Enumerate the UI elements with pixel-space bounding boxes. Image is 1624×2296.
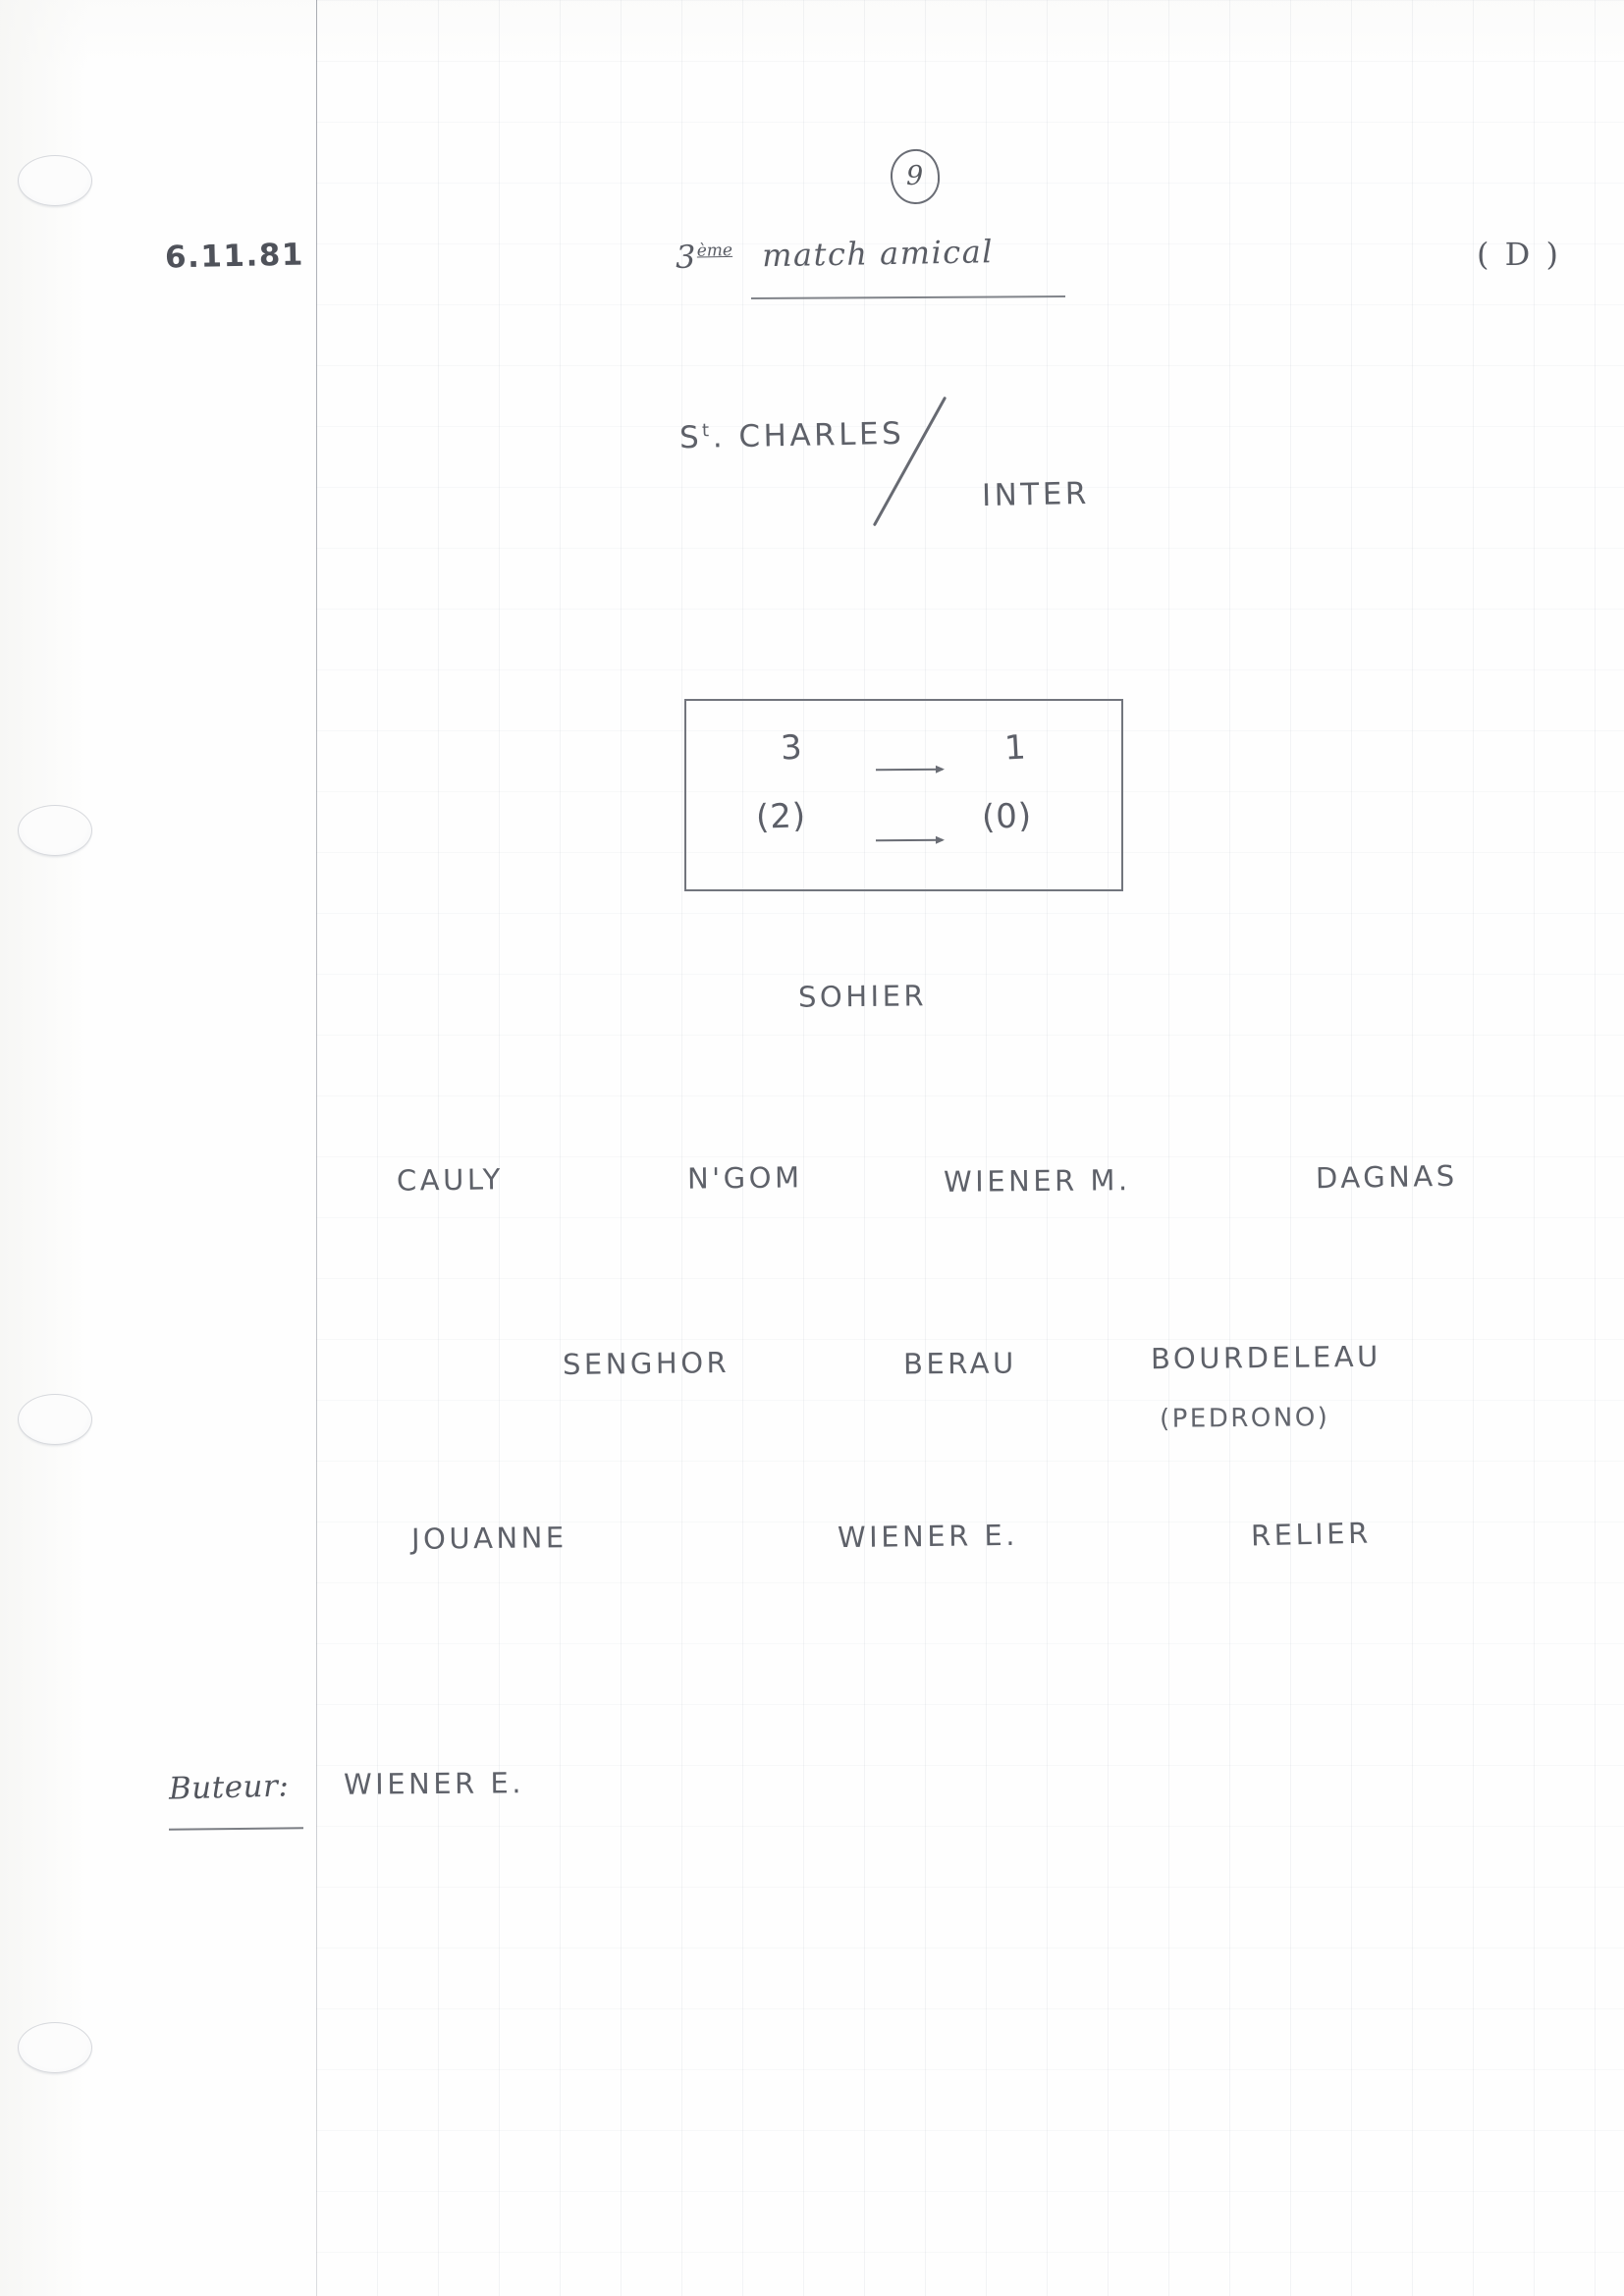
- home-team-prefix-sup: t: [701, 420, 713, 442]
- player-substitute: (PEDRONO): [1159, 1403, 1330, 1434]
- binder-hole: [18, 805, 92, 856]
- player-defender-3: WIENER M.: [943, 1163, 1131, 1199]
- scorer-label-underline: [168, 1827, 304, 1831]
- home-team-label: St. CHARLES: [679, 416, 905, 455]
- side-marker: ( D ): [1477, 236, 1561, 273]
- page-number-badge: 9: [889, 147, 942, 206]
- title-ordinal: 3: [675, 238, 698, 276]
- player-forward-3: RELIER: [1250, 1516, 1373, 1553]
- player-defender-4: DAGNAS: [1315, 1158, 1458, 1196]
- player-forward-2: WIENER E.: [837, 1518, 1019, 1555]
- score-arrow-halftime: [875, 838, 944, 842]
- home-team-prefix: S: [678, 419, 703, 456]
- paper-grid-horizontal: [316, 0, 1624, 2296]
- player-midfielder-2: BERAU: [902, 1346, 1017, 1381]
- page-number-text: 9: [906, 160, 924, 191]
- title-ordinal-suffix: ème: [696, 240, 733, 261]
- binder-hole: [18, 155, 92, 206]
- score-fulltime-home: 3: [779, 727, 804, 769]
- binder-hole: [18, 2022, 92, 2073]
- score-fulltime-away: 1: [1002, 727, 1028, 769]
- home-team-name: . CHARLES: [712, 415, 905, 455]
- date-stamp: 6.11.81: [164, 237, 305, 276]
- scorer-value: WIENER E.: [343, 1766, 525, 1801]
- score-halftime-away: (0): [981, 796, 1033, 837]
- player-defender-2: N'GOM: [686, 1160, 803, 1196]
- player-midfielder-3: BOURDELEAU: [1150, 1339, 1381, 1376]
- binder-hole: [18, 1394, 92, 1445]
- page-title: 3ème match amical: [676, 233, 995, 276]
- player-goalkeeper: SOHIER: [797, 979, 928, 1014]
- player-midfielder-1: SENGHOR: [562, 1345, 731, 1382]
- away-team-label: INTER: [981, 475, 1091, 514]
- title-text: match amical: [761, 233, 995, 275]
- player-defender-1: CAULY: [396, 1162, 505, 1198]
- paper-grid-vertical: [316, 0, 1624, 2296]
- scorer-label: Buteur:: [168, 1768, 290, 1807]
- title-underline: [750, 295, 1066, 299]
- score-halftime-home: (2): [755, 796, 807, 837]
- score-box: [684, 699, 1123, 891]
- player-forward-1: JOUANNE: [410, 1521, 568, 1556]
- margin-rule-line: [316, 0, 317, 2296]
